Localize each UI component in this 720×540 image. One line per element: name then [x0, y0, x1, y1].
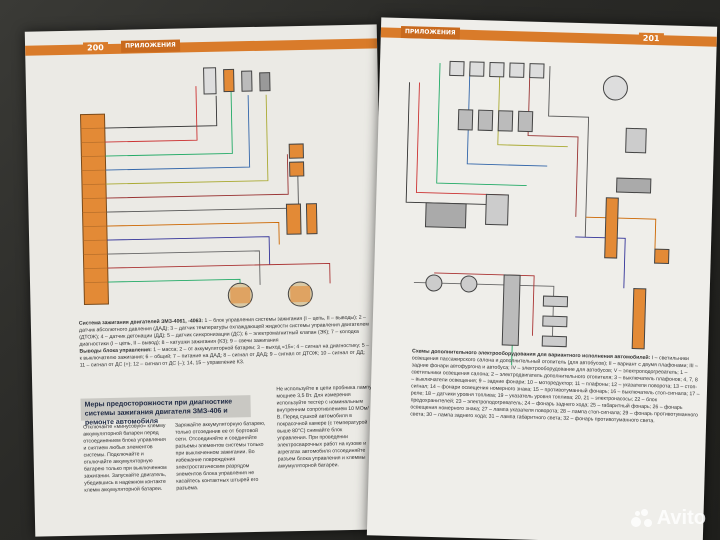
left-page-number: 200: [82, 42, 108, 54]
right-page: ПРИЛОЖЕНИЯ 201: [366, 17, 718, 540]
right-page-number: 201: [638, 32, 664, 45]
text-column-2: Заряжайте аккумуляторную батарею, только…: [174, 420, 266, 492]
right-caption-text: I – светильники освещения пассажирского …: [410, 355, 700, 425]
auxiliary-wiring-diagrams: [405, 60, 670, 366]
right-caption: Схемы дополнительного электрооборудовани…: [410, 348, 702, 426]
text-column-1: Отключайте «минусовую» клемму аккумулято…: [82, 422, 167, 494]
text-column-3: Не используйте в цепи пробника лампу мощ…: [276, 384, 372, 470]
avito-logo-icon: [630, 508, 653, 529]
avito-watermark: Avito: [630, 507, 706, 530]
avito-watermark-text: Avito: [656, 507, 706, 529]
left-page: 200 ПРИЛОЖЕНИЯ: [24, 24, 388, 537]
left-caption: Система зажигания двигателей ЗМЗ-4061, -…: [79, 315, 370, 370]
ignition-wiring-diagram: [79, 67, 331, 308]
right-header-label: ПРИЛОЖЕНИЯ: [400, 25, 460, 40]
left-header-label: ПРИЛОЖЕНИЯ: [120, 39, 180, 53]
